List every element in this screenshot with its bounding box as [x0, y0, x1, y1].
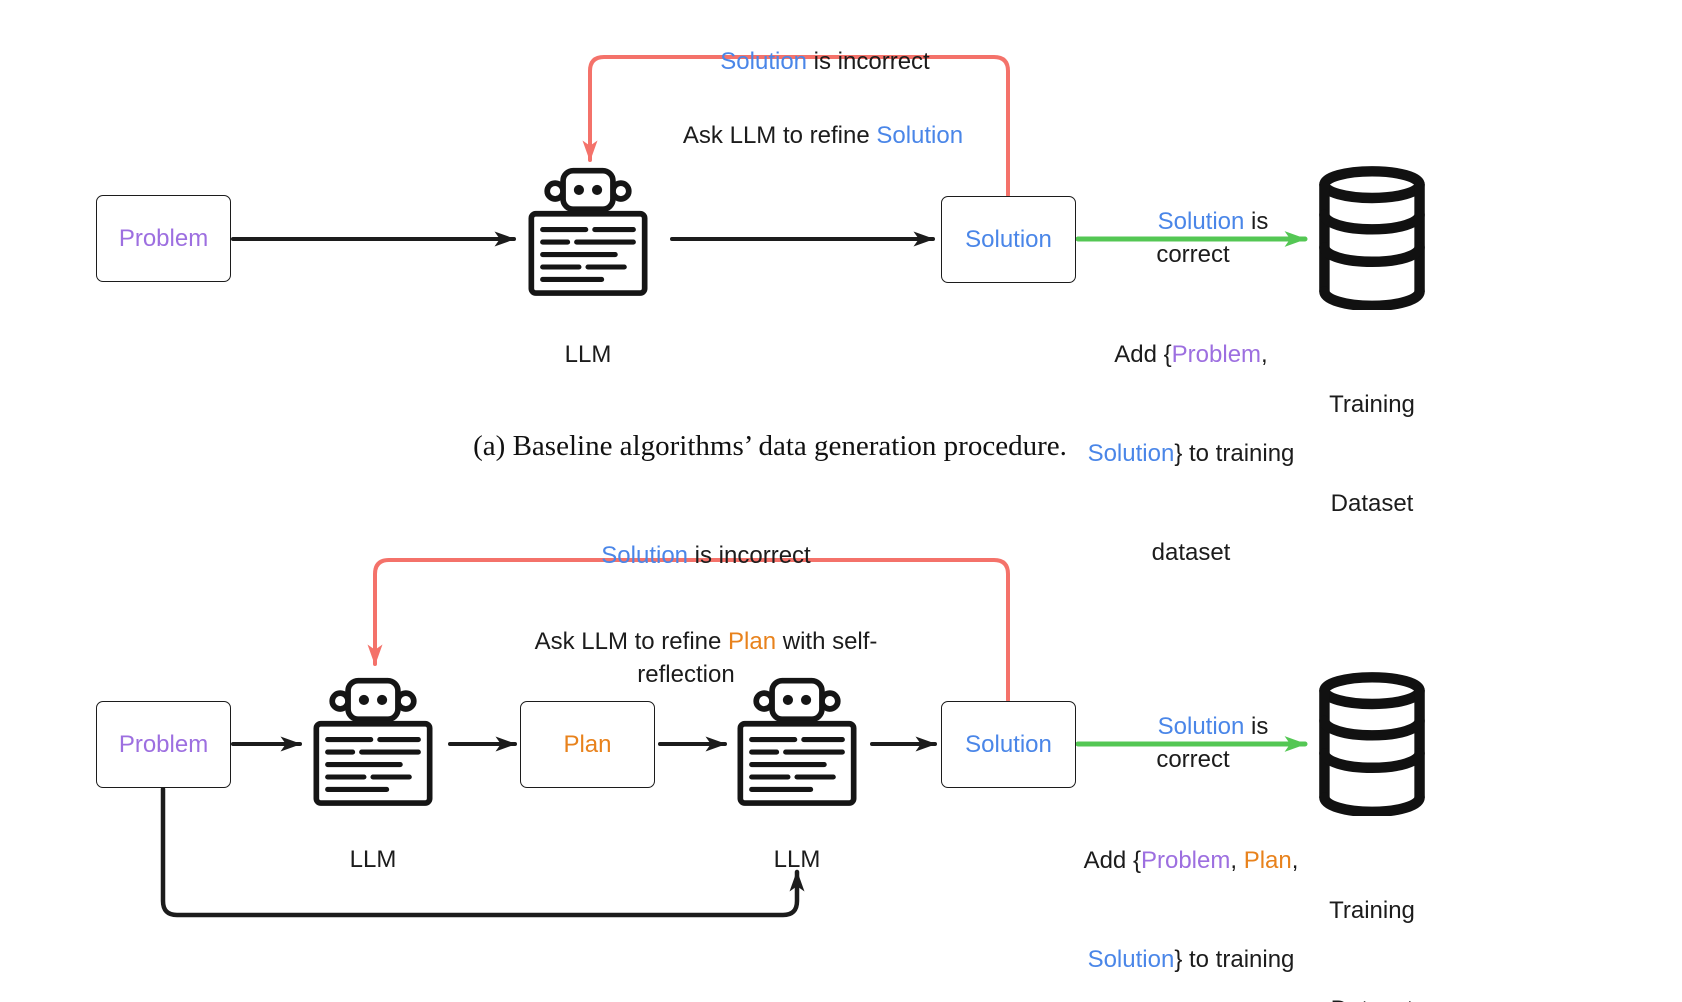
dataset-label-a: Training Dataset [1302, 322, 1442, 586]
word-is-incorrect: is incorrect [688, 542, 811, 569]
refine-prefix: Ask LLM to refine [534, 628, 729, 655]
dataset-word-training: Training [1329, 897, 1415, 924]
llm-label-b1: LLM [349, 846, 397, 873]
arrow-b-problem-to-llm2-bottom [160, 786, 805, 918]
database-cylinder-icon [1319, 672, 1425, 818]
plan-node-label: Plan [563, 730, 612, 758]
dataset-label-b: Training Dataset [1302, 828, 1442, 1002]
word-solution: Solution [1087, 946, 1175, 973]
comma: , [1230, 847, 1244, 874]
arrow-a-feedback-loop [582, 55, 1010, 197]
arrow-b-feedback-loop [367, 558, 1010, 702]
llm-label-b2: LLM [773, 846, 821, 873]
word-is-correct: is correct [1156, 208, 1276, 268]
word-plan: Plan [728, 628, 777, 655]
label-a-solution-incorrect: Solution is incorrect [655, 12, 955, 111]
word-solution: Solution [720, 48, 808, 75]
add-line-1: Add {Problem, Plan, [1068, 844, 1314, 877]
comma: , [1291, 847, 1299, 874]
word-solution: Solution [1087, 440, 1175, 467]
add-line-2: Solution} to training [1073, 437, 1309, 470]
database-icon-b [1314, 672, 1430, 821]
word-is-incorrect: is incorrect [807, 48, 930, 75]
word-solution: Solution [1157, 713, 1245, 740]
solution-node-a: Solution [941, 196, 1076, 283]
to-training: } to training [1174, 946, 1295, 973]
label-a-add-to-dataset: Add {Problem, Solution} to training data… [1073, 272, 1309, 635]
label-a-refine: Ask LLM to refine Solution [633, 86, 973, 185]
to-training: } to training [1174, 440, 1295, 467]
llm-robot-icon-b1 [305, 676, 441, 815]
dataset-word-dataset: Dataset [1330, 490, 1414, 517]
caption-a: (a) Baseline algorithms’ data generation… [473, 430, 1067, 462]
add-prefix: Add { [1114, 341, 1172, 368]
add-line-1: Add {Problem, [1073, 338, 1309, 371]
label-b-solution-correct: Solution is correct [1093, 677, 1293, 809]
solution-node-b: Solution [941, 701, 1076, 788]
dataset-word-training: Training [1329, 391, 1415, 418]
database-cylinder-icon [1319, 166, 1425, 312]
label-a-solution-correct: Solution is correct [1093, 172, 1293, 304]
word-problem: Problem [1171, 341, 1262, 368]
refine-suffix: with self-reflection [637, 628, 878, 688]
problem-node-a: Problem [96, 195, 231, 282]
word-solution: Solution [876, 122, 964, 149]
add-line-2: Solution} to training [1068, 943, 1314, 976]
add-line-3: dataset [1151, 539, 1231, 566]
label-b-add-to-dataset: Add {Problem, Plan, Solution} to trainin… [1068, 778, 1314, 1002]
problem-node-label: Problem [118, 730, 209, 758]
word-solution: Solution [601, 542, 689, 569]
word-plan: Plan [1243, 847, 1292, 874]
llm-robot-icon-b2 [729, 676, 865, 815]
solution-node-label: Solution [965, 730, 1052, 758]
word-problem: Problem [1140, 847, 1231, 874]
word-solution: Solution [1157, 208, 1245, 235]
robot-document-icon [528, 167, 648, 296]
plan-node-b: Plan [520, 701, 655, 788]
robot-document-icon [737, 677, 857, 806]
comma: , [1261, 341, 1268, 368]
database-icon-a [1314, 166, 1430, 315]
label-b-refine: Ask LLM to refine Plan with self-reflect… [456, 592, 916, 724]
problem-node-label: Problem [118, 224, 209, 252]
dataset-word-dataset: Dataset [1302, 993, 1442, 1002]
llm-label-a: LLM [564, 341, 612, 368]
label-b-solution-incorrect: Solution is incorrect [536, 506, 836, 605]
llm-robot-icon-a [520, 166, 656, 305]
add-prefix: Add { [1083, 847, 1141, 874]
solution-node-label: Solution [965, 225, 1052, 253]
refine-prefix: Ask LLM to refine [682, 122, 877, 149]
problem-node-b: Problem [96, 701, 231, 788]
word-is-correct: is correct [1156, 713, 1276, 773]
robot-document-icon [313, 677, 433, 806]
